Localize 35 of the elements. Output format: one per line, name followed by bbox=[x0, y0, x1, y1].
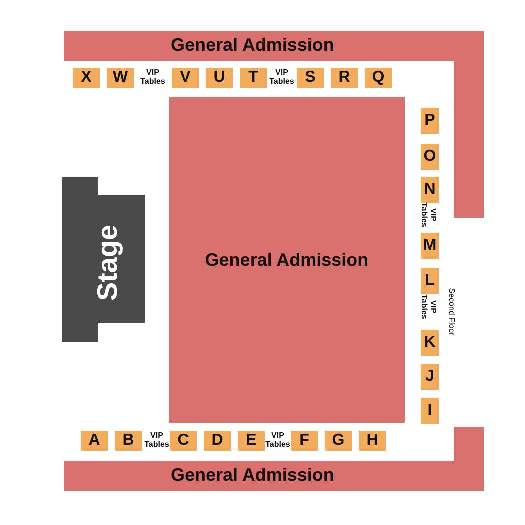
area-label: General Admission bbox=[171, 465, 334, 486]
area-label: General Admission bbox=[171, 35, 334, 56]
seating-section: P bbox=[421, 108, 439, 134]
seating-section: G bbox=[325, 431, 352, 451]
section-note: VIP Tables bbox=[420, 294, 438, 320]
seating-section: E bbox=[238, 431, 265, 451]
seating-section: H bbox=[359, 431, 386, 451]
section-note: Second Floor bbox=[448, 288, 456, 336]
seating-section: S bbox=[297, 68, 324, 88]
section-note: VIP Tables bbox=[140, 68, 166, 86]
section-note: VIP Tables bbox=[270, 68, 294, 86]
seating-section: W bbox=[107, 68, 134, 88]
seating-section: R bbox=[331, 68, 358, 88]
section-note: VIP Tables bbox=[420, 202, 438, 228]
seating-section: M bbox=[421, 233, 439, 259]
seating-section: B bbox=[115, 431, 142, 451]
seating-section: D bbox=[204, 431, 231, 451]
seating-section: J bbox=[421, 364, 439, 390]
seating-section: T bbox=[240, 68, 267, 88]
seating-section: X bbox=[73, 68, 100, 88]
seating-section: F bbox=[291, 431, 318, 451]
seating-section: Q bbox=[365, 68, 392, 88]
section-note: VIP Tables bbox=[266, 431, 290, 449]
seating-section: I bbox=[421, 398, 439, 424]
seating-section: O bbox=[421, 144, 439, 170]
seating-section: U bbox=[206, 68, 233, 88]
seating-section: C bbox=[170, 431, 197, 451]
seating-section: L bbox=[421, 268, 439, 294]
seating-section: K bbox=[421, 330, 439, 356]
seating-section: N bbox=[421, 177, 439, 203]
section-note: VIP Tables bbox=[144, 431, 170, 449]
general-admission-area: General Admission bbox=[169, 97, 405, 423]
seating-section: A bbox=[81, 431, 108, 451]
stage-label: Stage bbox=[92, 224, 124, 302]
seating-section: V bbox=[172, 68, 199, 88]
